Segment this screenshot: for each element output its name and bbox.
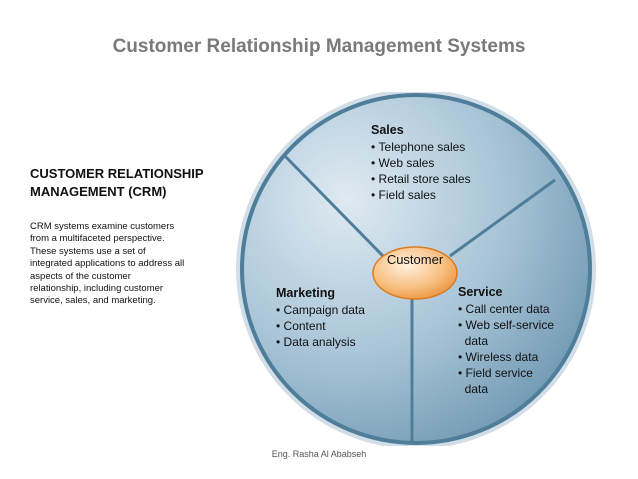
service-list: Call center data Web self-service data W… bbox=[458, 301, 554, 397]
crm-heading-line: MANAGEMENT (CRM) bbox=[30, 184, 167, 199]
sales-item: Web sales bbox=[371, 155, 471, 171]
sales-list: Telephone sales Web sales Retail store s… bbox=[371, 139, 471, 203]
service-item-continuation: data bbox=[464, 382, 489, 396]
crm-diagram: Sales Telephone sales Web sales Retail s… bbox=[228, 92, 603, 446]
crm-description-line: aspects of the customer bbox=[30, 270, 131, 282]
sales-item: Retail store sales bbox=[371, 171, 471, 187]
crm-heading-line: CUSTOMER RELATIONSHIP bbox=[30, 166, 204, 181]
sales-item: Telephone sales bbox=[371, 139, 471, 155]
marketing-item: Campaign data bbox=[276, 302, 365, 318]
marketing-item: Content bbox=[276, 318, 365, 334]
service-item: Wireless data bbox=[458, 349, 554, 365]
sales-item: Field sales bbox=[371, 187, 471, 203]
customer-hub bbox=[372, 246, 458, 300]
crm-description-line: service, sales, and marketing. bbox=[30, 295, 156, 307]
service-title: Service bbox=[458, 285, 503, 299]
crm-description: CRM systems examine customers from a mul… bbox=[30, 221, 220, 308]
footer-author: Eng. Rasha Al Ababseh bbox=[271, 449, 367, 459]
crm-description-line: from a multifaceted perspective. bbox=[30, 233, 165, 245]
slide-title: Customer Relationship Management Systems bbox=[112, 36, 526, 57]
crm-heading: CUSTOMER RELATIONSHIP MANAGEMENT (CRM) bbox=[30, 165, 230, 201]
divider-sales-service bbox=[449, 178, 556, 258]
sales-title: Sales bbox=[371, 123, 404, 137]
service-item: Field service bbox=[458, 365, 554, 381]
crm-description-line: CRM systems examine customers bbox=[30, 221, 175, 232]
marketing-item: Data analysis bbox=[276, 334, 365, 350]
divider-sales-marketing bbox=[281, 152, 385, 258]
service-item: Call center data bbox=[458, 301, 554, 317]
crm-description-line: relationship, including customer bbox=[30, 283, 164, 295]
marketing-title: Marketing bbox=[276, 286, 336, 300]
crm-description-line: These systems use a set of bbox=[30, 245, 146, 257]
crm-description-line: integrated applications to address all bbox=[30, 258, 185, 270]
marketing-list: Campaign data Content Data analysis bbox=[276, 302, 365, 350]
customer-hub-label: Customer bbox=[386, 252, 444, 267]
service-item: Web self-service bbox=[458, 317, 554, 333]
service-item-continuation: data bbox=[464, 334, 489, 348]
